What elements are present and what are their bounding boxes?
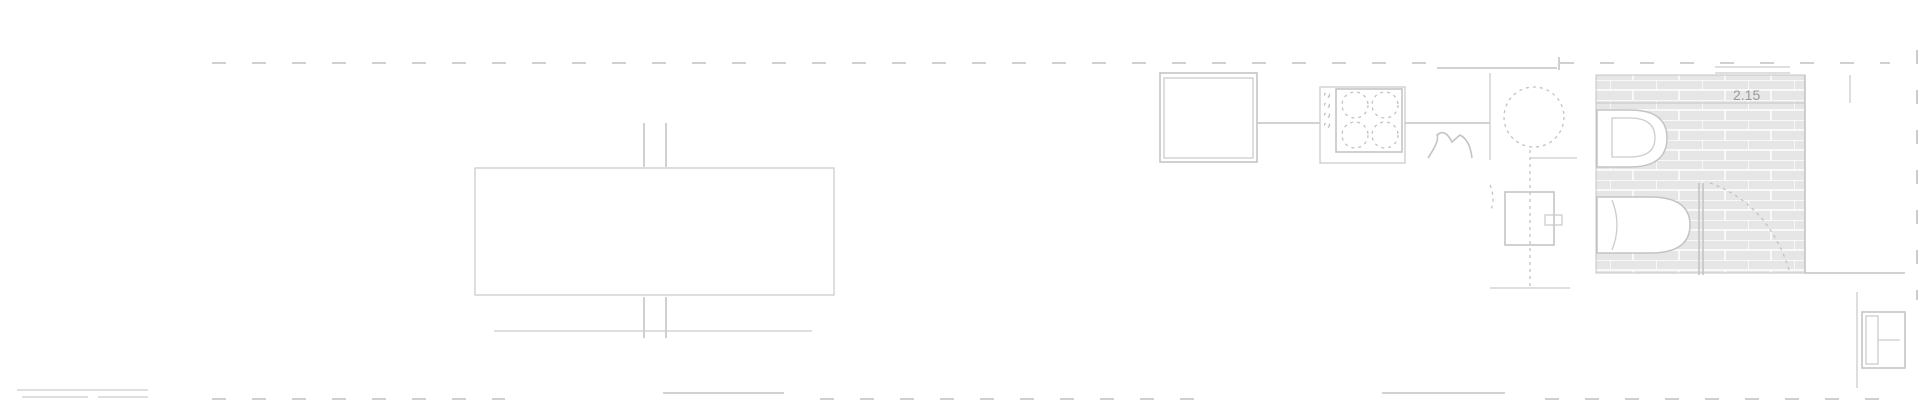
right-room xyxy=(1382,75,1906,394)
shower-icon xyxy=(1596,196,1691,254)
door-swing xyxy=(1698,182,1791,275)
central-room xyxy=(474,123,835,394)
scale-bar xyxy=(17,389,148,398)
fridge xyxy=(1159,72,1258,163)
cooktop-icon xyxy=(1319,86,1406,164)
round-table xyxy=(1489,86,1577,289)
faucet-icon xyxy=(1427,131,1473,159)
bathtub-icon xyxy=(1596,109,1668,168)
dimension-label: 2.15 xyxy=(1733,87,1760,103)
